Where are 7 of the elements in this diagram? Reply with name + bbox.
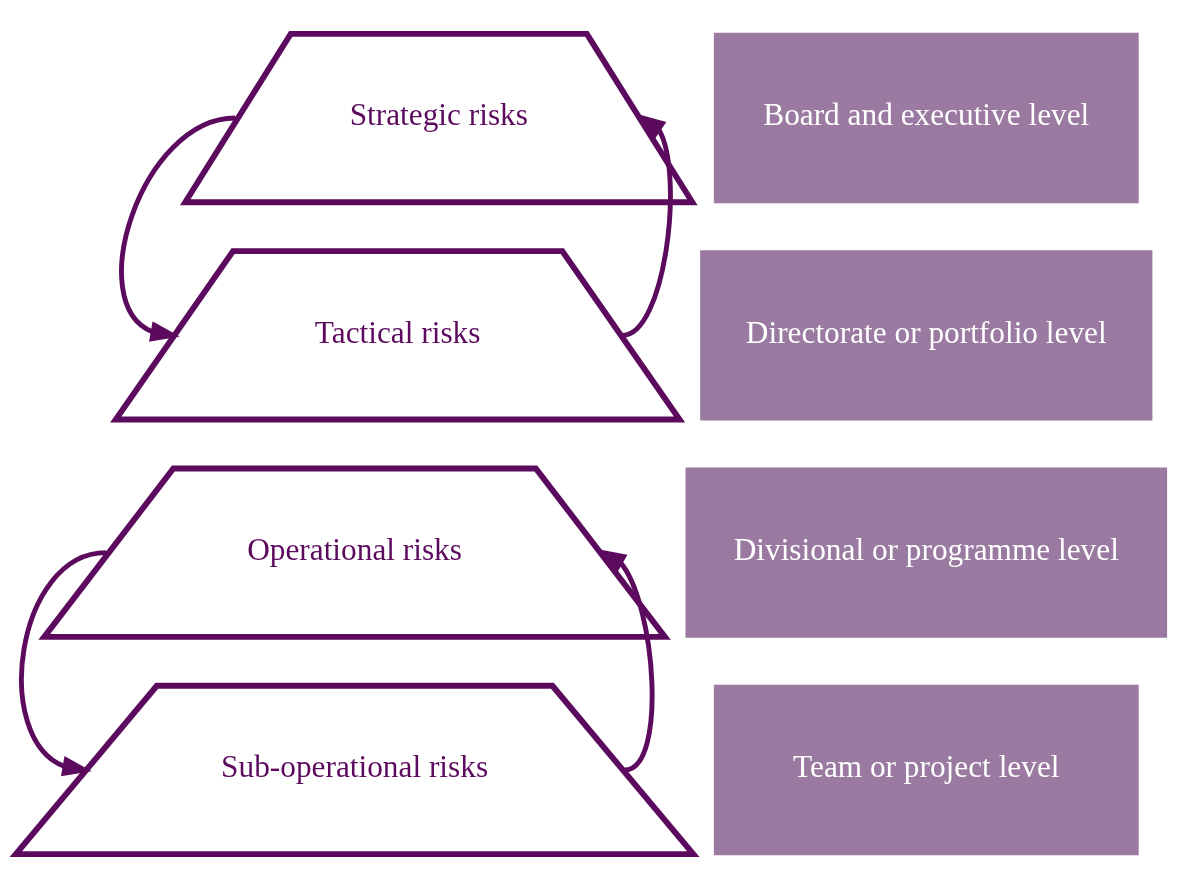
node-box: Team or project level [713, 684, 1139, 856]
arrow [119, 115, 236, 342]
node-box: Board and executive level [713, 32, 1139, 204]
arrow [622, 113, 673, 338]
node-box: Directorate or portfolio level [700, 250, 1153, 421]
node-box: Divisional or programme level [685, 467, 1168, 638]
arrow [19, 550, 107, 777]
